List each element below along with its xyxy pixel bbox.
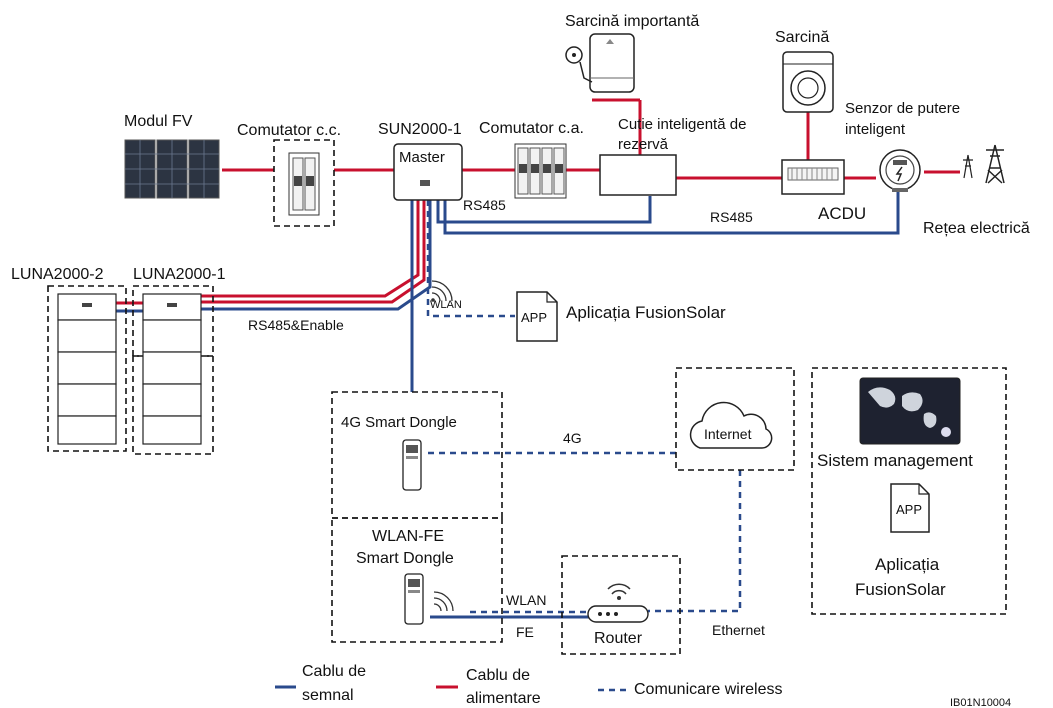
app2-icon-label: APP: [896, 502, 922, 517]
figure-id: IB01N10004: [950, 697, 1011, 708]
wireless-links: [426, 200, 742, 614]
inverter-icon: [393, 143, 463, 201]
fe-label: FE: [516, 624, 534, 640]
acdu-icon: [781, 159, 845, 195]
inverter-label: SUN2000-1: [378, 121, 462, 138]
rs485-label-b: RS485: [710, 209, 753, 225]
dongle-icon: [404, 573, 424, 625]
app-fusionsolar-label: Aplicația FusionSolar: [566, 303, 726, 322]
label-4g: 4G: [563, 430, 582, 446]
acdu-label: ACDU: [818, 204, 866, 223]
legend-power-label-1: Cablu de: [466, 667, 530, 684]
cloud-icon: [689, 401, 773, 449]
legend-signal-label-2: semnal: [302, 687, 354, 704]
power-sensor-label-1: Senzor de putere: [845, 100, 960, 117]
load-label: Sarcină: [775, 29, 829, 46]
power-sensor-label-2: inteligent: [845, 121, 906, 138]
breaker-icon: [514, 143, 567, 199]
battery-module-icon: [57, 293, 117, 445]
ac-switch-label: Comutator c.a.: [479, 120, 584, 137]
router-box: [561, 555, 681, 655]
breaker-icon: [288, 152, 320, 216]
ethernet-label: Ethernet: [712, 622, 765, 638]
water-heater-icon: [565, 33, 635, 93]
router-label: Router: [594, 630, 643, 647]
app-document-icon: [516, 291, 558, 342]
mgmt-system-label: Sistem management: [817, 451, 973, 470]
signal-cables: [100, 190, 900, 619]
dc-switch-label: Comutator c.c.: [237, 122, 341, 139]
legend-signal-label-1: Cablu de: [302, 663, 366, 680]
luna2-box: [47, 285, 127, 452]
wlanfe-label-1: WLAN-FE: [372, 528, 444, 545]
backup-box-label-1: Cutie inteligentă de: [618, 116, 746, 133]
transmission-tower-icon: [963, 144, 1005, 184]
power-cables: [100, 98, 960, 305]
power-meter-icon: [879, 149, 921, 192]
wlanfe-label-2: Smart Dongle: [356, 550, 454, 567]
backup-box-icon: [599, 154, 677, 196]
pv-module-label: Modul FV: [124, 113, 193, 130]
luna2-label: LUNA2000-2: [11, 266, 104, 283]
luna1-label: LUNA2000-1: [133, 266, 226, 283]
app-document-icon: [890, 483, 930, 533]
backup-box-label-2: rezervă: [618, 136, 669, 153]
internet-label: Internet: [704, 426, 752, 442]
rs485-label-a: RS485: [463, 197, 506, 213]
legend-power-label-2: alimentare: [466, 690, 541, 707]
washing-machine-icon: [782, 51, 834, 113]
app2-label-1: Aplicația: [875, 555, 940, 574]
dc-switch-box: [273, 139, 335, 227]
rs485-enable-label: RS485&Enable: [248, 317, 344, 333]
legend-wireless-label: Comunicare wireless: [634, 681, 783, 698]
dongle-4g-label: 4G Smart Dongle: [341, 414, 457, 431]
wlan-small-label: WLAN: [430, 299, 462, 311]
solar-panel-icon: [124, 139, 220, 199]
dongle-icon: [402, 439, 422, 491]
app2-label-2: FusionSolar: [855, 580, 946, 599]
important-load-label: Sarcină importantă: [565, 13, 699, 30]
router-icon: [587, 583, 649, 623]
battery-module-icon: [142, 293, 202, 445]
wifi-icon: [433, 591, 454, 612]
master-label: Master: [399, 149, 445, 166]
wifi-icon: [431, 280, 453, 302]
dongle-wlanfe-box: [331, 517, 503, 643]
monitor-map-icon: [859, 377, 961, 445]
grid-label: Rețea electrică: [923, 220, 1030, 237]
app-icon-label: APP: [521, 310, 547, 325]
wlan-label: WLAN: [506, 592, 546, 608]
